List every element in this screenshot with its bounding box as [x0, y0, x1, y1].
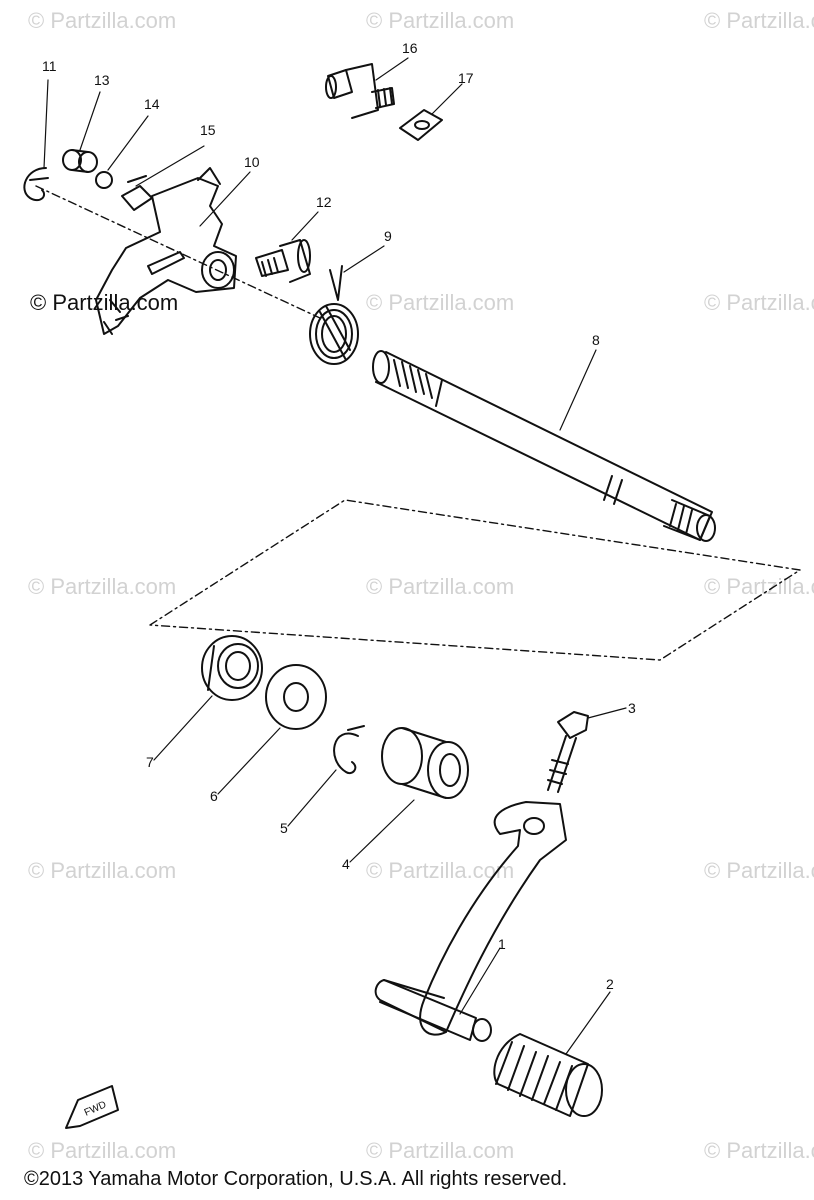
callout-17: 17: [458, 70, 474, 86]
leader-line: [459, 947, 501, 1015]
part-5-circlip: [333, 725, 365, 774]
part-14-washer: [95, 171, 113, 189]
callout-14: 14: [144, 96, 160, 112]
part-17-washer: [399, 109, 443, 141]
callout-2: 2: [606, 976, 614, 992]
callout-10: 10: [244, 154, 260, 170]
part-13-collar: [62, 149, 98, 173]
leader-line: [287, 769, 337, 827]
fwd-arrow-icon: FWD: [65, 1085, 119, 1129]
watermark: © Partzilla.com: [366, 8, 515, 33]
leader-line: [153, 695, 213, 761]
watermark: © Partzilla.com: [28, 8, 177, 33]
callout-11: 11: [42, 58, 57, 74]
leader-line: [587, 707, 627, 719]
leader-line: [559, 349, 597, 431]
callout-8: 8: [592, 332, 600, 348]
callout-13: 13: [94, 72, 110, 88]
part-12-pin: [255, 239, 311, 283]
copyright-notice: ©2013 Yamaha Motor Corporation, U.S.A. A…: [24, 1168, 568, 1190]
part-11-circlip: [23, 167, 49, 202]
callout-4: 4: [342, 856, 350, 872]
leader-line: [43, 79, 49, 169]
leader-line: [349, 799, 415, 863]
part-4-collar: [381, 727, 469, 799]
leader-line: [343, 245, 385, 273]
callout-6: 6: [210, 788, 218, 804]
watermark: © Partzilla.com: [366, 290, 515, 315]
callout-1: 1: [498, 936, 506, 952]
leader-line: [107, 115, 149, 171]
part-7-oil-seal: [201, 635, 263, 701]
watermark: © Partzilla.com: [704, 8, 814, 33]
callout-9: 9: [384, 228, 392, 244]
watermark: © Partzilla.com: [28, 858, 177, 883]
part-10-shift-lever: [95, 167, 237, 335]
watermark: © Partzilla.com: [28, 574, 177, 599]
callout-12: 12: [316, 194, 332, 210]
leader-line: [431, 83, 463, 115]
watermark: © Partzilla.com: [366, 1138, 515, 1163]
leader-line: [217, 727, 281, 795]
leader-line: [135, 145, 205, 187]
assembly-dashed-line: [149, 499, 801, 661]
callout-16: 16: [402, 40, 418, 56]
callout-3: 3: [628, 700, 636, 716]
watermark-prominent: © Partzilla.com: [30, 290, 179, 315]
part-6-washer: [265, 664, 327, 730]
part-15-pin: [121, 175, 153, 211]
callout-7: 7: [146, 754, 154, 770]
watermark: © Partzilla.com: [28, 1138, 177, 1163]
leader-line: [79, 91, 101, 151]
leader-line: [565, 991, 611, 1055]
watermark: © Partzilla.com: [366, 574, 515, 599]
watermark: © Partzilla.com: [704, 290, 814, 315]
part-2-pedal-rubber: [493, 1033, 603, 1117]
watermark: © Partzilla.com: [704, 1138, 814, 1163]
part-1-shift-pedal: [374, 801, 567, 1042]
part-16-stud-bolt: [325, 63, 395, 119]
part-8-shift-shaft: [372, 350, 716, 542]
callout-15: 15: [200, 122, 216, 138]
part-9-spring: [309, 265, 359, 365]
callout-5: 5: [280, 820, 288, 836]
leader-line: [199, 171, 251, 227]
leader-line: [291, 211, 319, 241]
part-3-bolt: [547, 711, 589, 793]
watermark: © Partzilla.com: [704, 858, 814, 883]
leader-line: [375, 57, 409, 81]
watermark: © Partzilla.com: [366, 858, 515, 883]
watermark: © Partzilla.com: [704, 574, 814, 599]
